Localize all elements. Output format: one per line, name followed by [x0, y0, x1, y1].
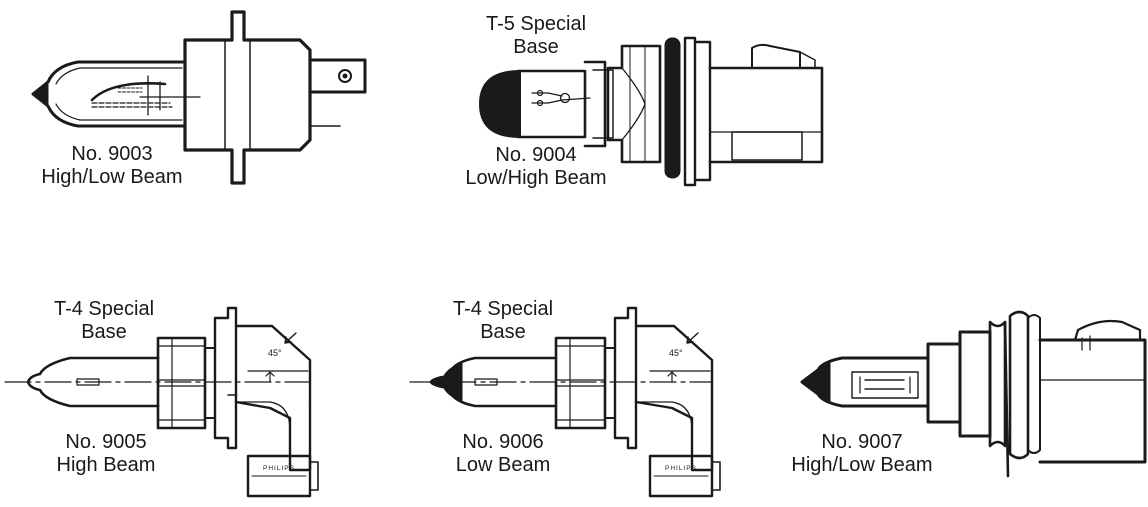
bulb-9007-housing — [1038, 338, 1147, 464]
bulb-9004-beam: Low/High Beam — [465, 167, 607, 189]
bulb-9005-base-label: T-4 Special Base — [54, 298, 154, 344]
bulb-9007-boot — [988, 320, 1007, 448]
bulb-9006-drawing — [409, 306, 721, 498]
bulb-9006-label: No. 9006 Low Beam — [456, 431, 551, 477]
bulb-9007-drawing — [800, 310, 1147, 478]
bulb-9006-base-line2: Base — [480, 321, 526, 343]
bulb-9005-base — [156, 336, 207, 430]
bulb-9005-plug — [246, 454, 312, 498]
bulb-9004-label: No. 9004 Low/High Beam — [465, 144, 606, 190]
bulb-9007-tip — [801, 361, 831, 403]
bulb-9007-number: No. 9007 — [821, 431, 903, 453]
bulb-9004-gasket — [664, 37, 681, 179]
bulb-9003-terminal — [308, 58, 367, 94]
bulb-9004-flange — [683, 36, 712, 187]
bulb-9003-drawing — [31, 10, 367, 185]
bulb-9005-flange — [213, 306, 238, 450]
bulb-9003-shield — [90, 82, 167, 102]
bulb-9003-beam: High/Low Beam — [41, 166, 183, 188]
bulb-9006-beam: Low Beam — [455, 454, 551, 476]
bulb-9005-number: No. 9005 — [65, 431, 147, 453]
bulb-9003-number: No. 9003 — [71, 143, 153, 165]
bulb-9006-base — [554, 336, 607, 430]
bulb-9006-number: No. 9006 — [462, 431, 544, 453]
bulb-9005-drawing — [4, 306, 319, 498]
bulb-9004-number: No. 9004 — [495, 144, 577, 166]
bulb-9005-label: No. 9005 High Beam — [57, 431, 156, 477]
bulb-9004-glass — [516, 69, 587, 139]
bulb-9006-flange — [613, 306, 638, 450]
bulb-9005-beam: High Beam — [56, 454, 156, 476]
bulb-9006-base-label: T-4 Special Base — [453, 298, 553, 344]
bulb-9007-base — [926, 342, 962, 424]
bulb-9005-base-line1: T-4 Special — [53, 298, 155, 320]
bulb-9004-base-label: T-5 Special Base — [486, 13, 586, 59]
bulb-9003-glass — [31, 60, 187, 128]
bulb-9006-base-line1: T-4 Special — [452, 298, 554, 320]
bulb-9005-connector-brand: PHILIPS — [263, 465, 295, 472]
bulb-9006-angle-label: 45° — [669, 348, 683, 358]
bulb-9004-base-line2: Base — [513, 36, 559, 58]
bulb-9006-tip — [429, 362, 463, 402]
bulb-9003-base — [183, 10, 312, 185]
bulb-9004-connector — [708, 66, 824, 164]
bulb-9005-connector — [234, 324, 312, 472]
bulb-9004-drawing — [479, 36, 824, 187]
bulb-9003-tip — [32, 81, 49, 107]
bulb-9004-base — [606, 44, 662, 164]
bulb-9004-base-line1: T-5 Special — [485, 13, 587, 35]
bulb-9004-clip — [583, 60, 607, 148]
bulb-9003-label: No. 9003 High/Low Beam — [41, 143, 182, 189]
bulb-9005-glass — [26, 356, 160, 408]
bulb-9005-angle-label: 45° — [268, 348, 282, 358]
bulb-9006-connector — [634, 324, 714, 472]
bulb-9006-plug — [648, 454, 714, 498]
bulb-9005-base-line2: Base — [81, 321, 127, 343]
bulb-9007-beam: High/Low Beam — [791, 454, 933, 476]
bulb-9006-connector-brand: PHILIPS — [665, 465, 697, 472]
bulb-9004-tip — [479, 70, 521, 138]
bulb-9007-filament — [851, 371, 919, 399]
bulb-9007-label: No. 9007 High/Low Beam — [791, 431, 932, 477]
